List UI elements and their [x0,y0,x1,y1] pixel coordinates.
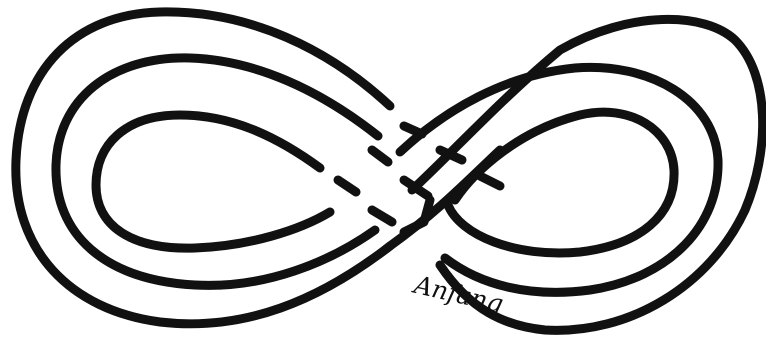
crossing-dash-6 [372,210,392,222]
inner-loop-right [448,112,674,253]
crossing-dash-2 [372,150,388,162]
crossing-dash-8 [404,200,430,232]
crossing-dash-4 [338,180,356,192]
crossing-dash-7 [480,176,500,186]
middle-loop-left [56,58,378,285]
inner-loop-left [96,115,330,248]
crossing-dash-1 [404,126,422,134]
